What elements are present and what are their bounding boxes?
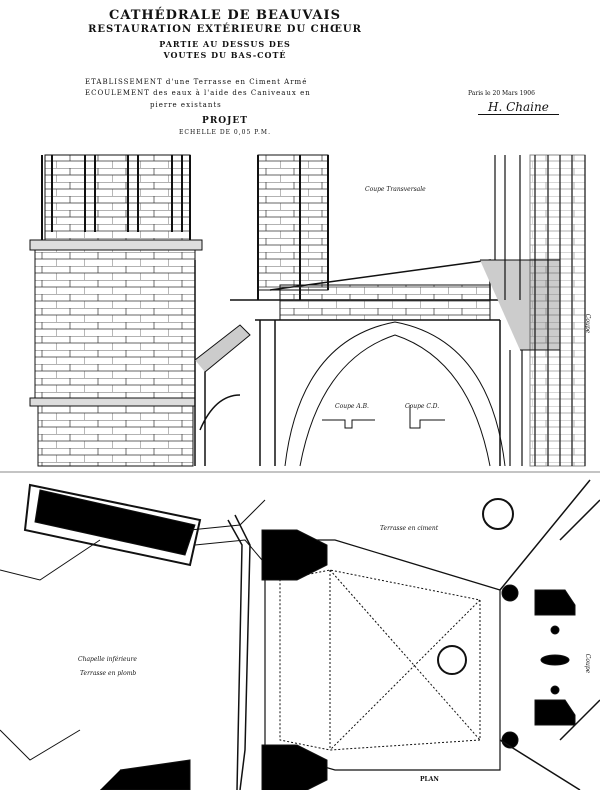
title-line-2: RESTAURATION EXTÉRIEURE DU CHŒUR [88,24,362,35]
label-terrasse-ciment: Terrasse en ciment [380,525,439,532]
scale-text: ECHELLE DE 0,05 P.M. [179,129,271,136]
description-line-1: ETABLISSEMENT d'une Terrasse en Ciment A… [85,78,308,86]
title-line-1: CATHÉDRALE DE BEAUVAIS [109,8,341,23]
label-plan: PLAN [420,776,439,783]
label-coupe-side: Coupe [584,313,592,334]
label-terrasse-plomb: Terrasse en plomb [80,670,137,677]
projet-heading: PROJET [202,116,248,126]
label-coupe-cd: Coupe C.D. [405,403,440,410]
signature: H. Chaine [478,100,559,115]
title-line-4: VOUTES DU BAS-COTÉ [163,50,287,60]
label-coupe-plan: Coupe [584,653,592,674]
label-coupe-ab: Coupe A.B. [335,403,369,410]
elevation-section [29,154,586,467]
plan-view [0,479,600,790]
description-line-2: ECOULEMENT des eaux à l'aide des Canivea… [85,89,311,97]
signature-date: Paris le 20 Mars 1906 [468,90,535,97]
title-line-3: PARTIE AU DESSUS DES [159,39,291,49]
label-chapelle-inferieure: Chapelle inférieure [78,656,137,663]
description-line-3: pierre existants [150,101,222,109]
label-coupe-transversale: Coupe Transversale [365,186,426,193]
